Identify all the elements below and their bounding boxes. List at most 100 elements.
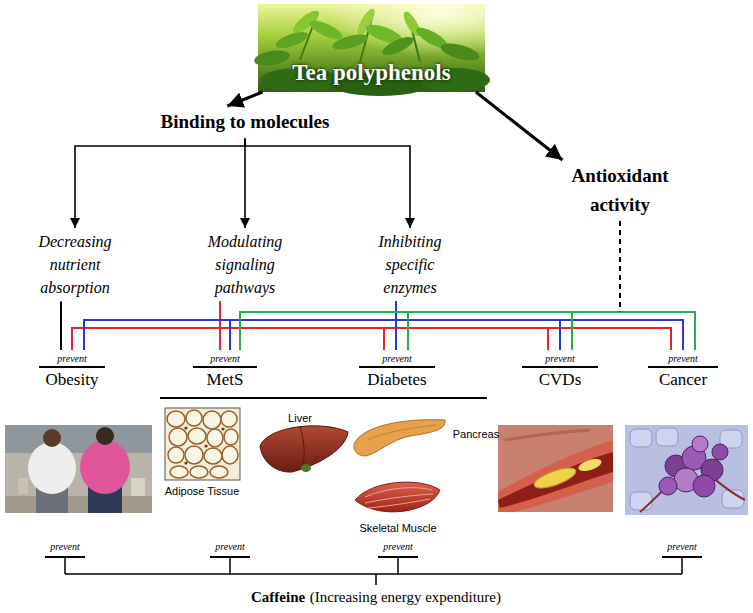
adipose-tissue-image-part-part [188,428,206,444]
cancer-cells-image [625,425,748,515]
connector-line [619,221,621,312]
adipose-tissue-image-part [167,410,238,478]
artery-plaque-image-part [505,430,590,440]
connector [75,139,245,229]
adipose-tissue-image-part-part [210,466,228,478]
inhibition-bar [648,366,718,368]
caffeine-bracket-part [229,557,231,574]
adipose-tissue-image-part-part [221,411,237,427]
mechanism-text: Modulating signaling pathways [197,230,293,300]
obesity-photo-part [5,425,152,513]
image-banner: Tea polyphenols [258,4,485,92]
artery-plaque-image [498,425,613,512]
liver-image-part [260,426,348,472]
caffeine-bracket-part [65,573,682,575]
obesity-photo-part [5,425,152,453]
adipose-tissue-image-part [184,461,187,464]
disease-target: preventMetS [193,350,257,390]
connector-line [245,139,410,229]
connector-line [60,302,62,350]
organ-label: Liver [288,412,312,424]
connector-line [572,312,620,350]
mechanism-heading: Antioxidant activity [556,160,684,221]
cancer-cells-image-part-part [659,477,677,495]
liver-image-part [300,426,304,468]
connector-line [396,302,683,350]
group-bar [160,397,487,399]
caffeine-effect: (Increasing energy expenditure) [310,588,501,606]
caffeine-bracket [45,557,702,585]
connector [230,302,396,350]
adipose-tissue-image-part-part [167,411,185,427]
skeletal-muscle-image-part [368,499,430,508]
connector-line [619,221,621,312]
mechanism-text: Inhibiting specific enzymes [362,230,458,300]
pancreas-image-part [368,425,436,440]
disease-name: MetS [193,370,257,390]
connector [396,302,683,350]
connector [227,92,262,106]
mechanism-text: Inhibiting specific enzymes [360,228,460,302]
caffeine-node: Caffeine (Increasing energy expenditure) [247,587,505,607]
adipose-tissue-image-part [184,426,187,429]
obesity-photo-part [5,496,152,513]
connector-line [72,302,220,350]
connector [572,221,620,350]
obesity-photo [5,425,152,513]
connector-line [619,221,621,312]
connector [240,221,620,350]
connector-line [476,92,562,160]
prevent-text: prevent [648,353,718,365]
prevent-text: prevent [359,353,435,365]
connector-line [244,139,246,229]
adipose-tissue-image [165,408,240,480]
connector [396,302,560,350]
tea-leaves-photo-part [331,32,369,53]
mechanism-text: Decreasing nutrient absorption [25,228,125,302]
prevent-label: prevent [667,541,697,553]
connector-line [396,302,560,350]
tea-leaves-photo-part [274,29,310,52]
prevent-text: prevent [39,353,105,365]
tea-leaves-photo-part [253,48,291,68]
heading-text: Binding to molecules [161,108,330,137]
tea-leaves-photo-part [380,33,416,58]
caffeine-name: Caffeine [251,588,305,606]
cancer-cells-image-part-part [656,428,678,446]
skeletal-muscle-image-part [365,494,433,503]
connector-line [620,312,695,350]
disease-name: CVDs [522,370,598,390]
adipose-tissue-image-part-part [224,429,238,445]
organ-label: Skeletal Muscle [359,522,436,534]
cancer-cells-image-part [625,425,748,515]
adipose-tissue-image-part-part [169,428,187,446]
adipose-tissue-image-part-part [207,429,223,447]
connector [220,302,548,350]
prevent-text: prevent [193,353,257,365]
inhibition-bar [193,366,257,368]
adipose-tissue-image-part-part [204,448,222,464]
skeletal-muscle-image-part [365,488,432,497]
tea-leaves-photo [253,4,490,96]
disease-target: preventCancer [648,350,718,390]
inhibition-bar [359,366,435,368]
caffeine-bracket-part [64,557,66,574]
adipose-tissue-image-part [221,427,224,430]
connector [245,139,410,229]
cancer-cells-image-part-part [692,436,708,452]
disease-name: Diabetes [359,370,435,390]
cancer-cells-image-part-part [630,429,652,447]
connector [220,302,384,350]
obesity-photo-part [28,442,76,494]
disease-target: preventCVDs [522,350,598,390]
prevent-label: prevent [50,541,80,553]
connector [72,302,220,350]
obesity-photo-part [80,440,130,494]
connector-line [220,302,671,350]
tea-leaves-photo-part [307,17,345,43]
connector [61,302,62,350]
skeletal-muscle-image-part [355,482,440,512]
cancer-cells-image-part [630,428,744,510]
